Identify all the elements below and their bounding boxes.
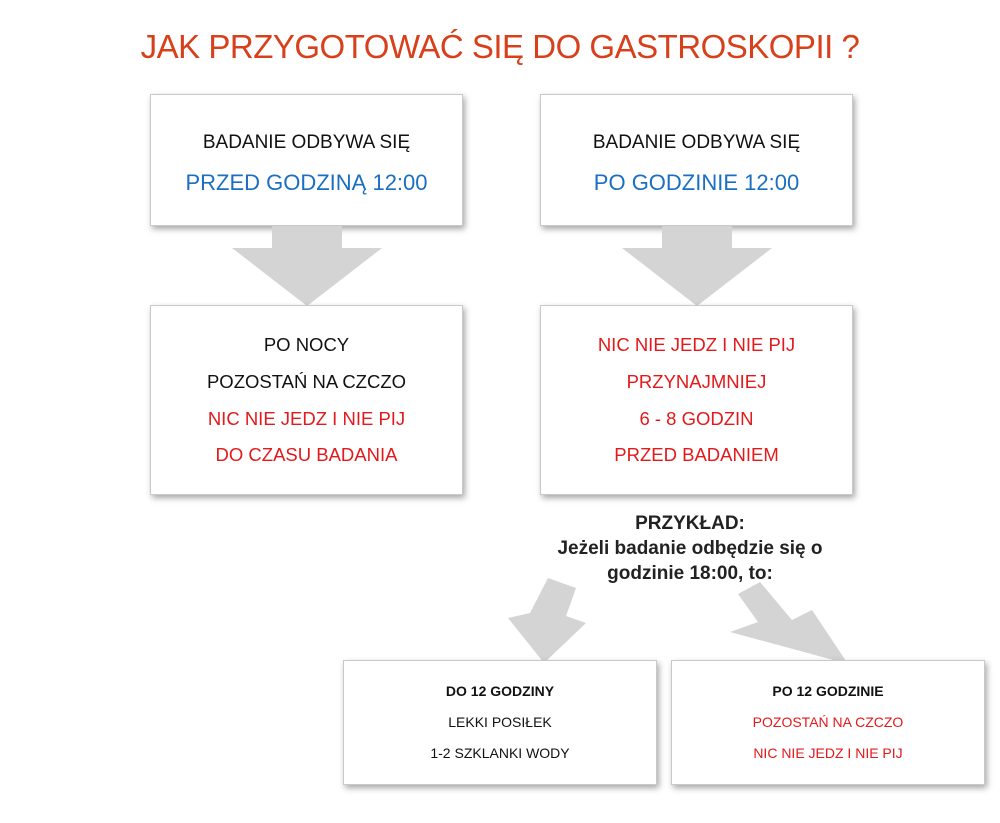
to12-line-1: DO 12 GODZINY: [445, 683, 555, 699]
example-line-2: godzinie 18:00, to:: [607, 563, 773, 584]
until-12-hours-box: DO 12 GODZINY LEKKI POSIŁEK 1-2 SZKLANKI…: [343, 660, 657, 785]
fast-line-3: 6 - 8 GODZIN: [639, 408, 754, 429]
before-noon-box: BADANIE ODBYWA SIĘ PRZED GODZINĄ 12:00: [150, 94, 463, 226]
before-box-heading: BADANIE ODBYWA SIĘ: [202, 132, 411, 153]
after-12-hours-box: PO 12 GODZINIE POZOSTAŃ NA CZCZO NIC NIE…: [671, 660, 985, 785]
diagonal-arrow-right-icon: [730, 582, 848, 664]
to12-line-2: LEKKI POSIŁEK: [448, 714, 552, 730]
after-box-time: PO GODZINIE 12:00: [593, 170, 800, 195]
page-title: JAK PRZYGOTOWAĆ SIĘ DO GASTROSKOPII ?: [140, 28, 860, 65]
after-noon-box: BADANIE ODBYWA SIĘ PO GODZINIE 12:00: [540, 94, 853, 226]
fast-line-4: PRZED BADANIEM: [614, 444, 779, 465]
example-line-1: Jeżeli badanie odbędzie się o: [557, 538, 823, 559]
fast-line-2: PRZYNAJMNIEJ: [626, 371, 767, 392]
after12-line-1: PO 12 GODZINIE: [772, 683, 884, 699]
fasting-hours-box: NIC NIE JEDZ I NIE PIJ PRZYNAJMNIEJ 6 - …: [540, 305, 853, 495]
after12-line-2: POZOSTAŃ NA CZCZO: [752, 714, 904, 730]
after-box-heading: BADANIE ODBYWA SIĘ: [592, 132, 801, 153]
down-arrow-right-icon: [622, 226, 772, 306]
to12-line-3: 1-2 SZKLANKI WODY: [430, 745, 570, 761]
down-arrow-left-icon: [232, 226, 382, 306]
fast-line-1: NIC NIE JEDZ I NIE PIJ: [597, 334, 796, 355]
night-line-3: NIC NIE JEDZ I NIE PIJ: [207, 408, 406, 429]
overnight-fast-box: PO NOCY POZOSTAŃ NA CZCZO NIC NIE JEDZ I…: [150, 305, 463, 495]
diagonal-arrow-left-icon: [508, 578, 586, 663]
after12-line-3: NIC NIE JEDZ I NIE PIJ: [753, 745, 903, 761]
night-line-1: PO NOCY: [263, 334, 350, 355]
night-line-4: DO CZASU BADANIA: [215, 444, 398, 465]
before-box-time: PRZED GODZINĄ 12:00: [185, 170, 428, 195]
example-heading: PRZYKŁAD:: [635, 513, 745, 534]
night-line-2: POZOSTAŃ NA CZCZO: [206, 371, 407, 392]
